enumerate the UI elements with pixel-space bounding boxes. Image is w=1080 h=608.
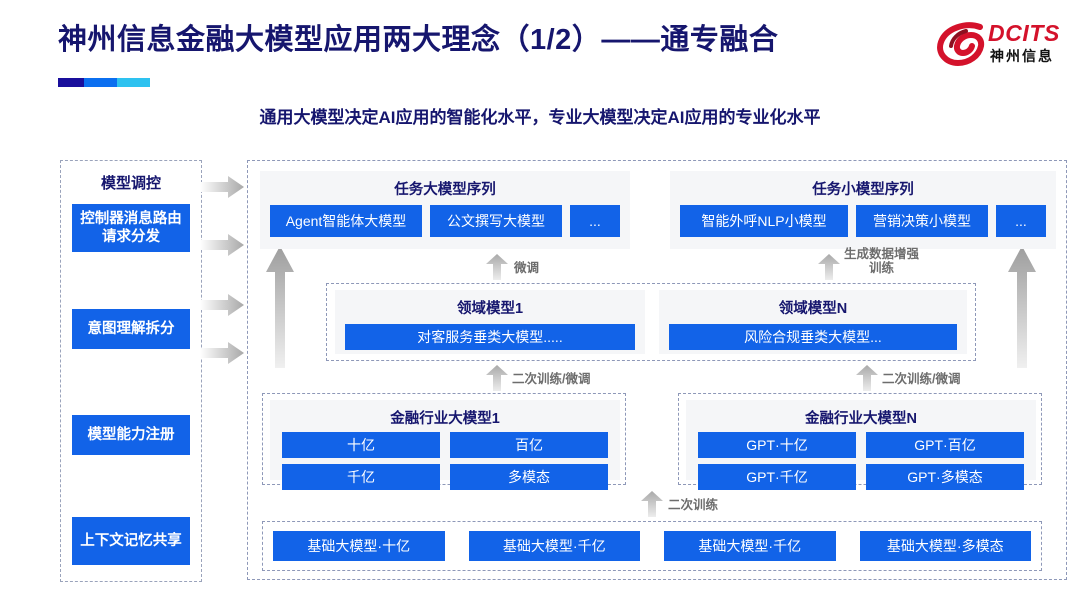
chip-task-large-more[interactable]: ...	[570, 205, 620, 237]
domain-model-1-title: 领域模型1	[456, 301, 524, 317]
industry-model-1-dashed: 金融行业大模型1 十亿 百亿 千亿 多模态	[262, 393, 626, 490]
industry-model-1-title: 金融行业大模型1	[390, 411, 500, 427]
industry-model-n-title: 金融行业大模型N	[805, 411, 917, 427]
chip-outbound-nlp-model[interactable]: 智能外呼NLP小模型	[680, 205, 848, 237]
retrain-arrow-label: 二次训练	[668, 498, 719, 512]
sidebar-item-controller-routing[interactable]: 控制器消息路由请求分发	[72, 204, 190, 252]
logo-chinese-text: 神州信息	[990, 48, 1054, 64]
flow-arrow-right-3	[200, 294, 244, 316]
chip-gpt-hundred-billion[interactable]: GPT·千亿	[698, 464, 856, 490]
domain-model-n-panel: 领域模型N 风险合规垂类大模型...	[659, 290, 967, 354]
data-aug-label-line1: 生成数据增强	[844, 247, 920, 261]
domain-model-n-chips: 风险合规垂类大模型...	[659, 318, 967, 359]
chip-document-writing-model[interactable]: 公文撰写大模型	[430, 205, 562, 237]
chip-risk-compliance-vertical-model[interactable]: 风险合规垂类大模型...	[669, 324, 957, 350]
industry-model-n-panel: 金融行业大模型N GPT·十亿 GPT·百亿 GPT·千亿 GPT·多模态	[686, 400, 1036, 490]
foundation-models-chips: 基础大模型·十亿 基础大模型·千亿 基础大模型·千亿 基础大模型·多模态	[263, 522, 1041, 570]
task-small-model-chips: 智能外呼NLP小模型 营销决策小模型 ...	[670, 199, 1056, 246]
task-large-model-chips: Agent智能体大模型 公文撰写大模型 ...	[260, 199, 630, 246]
data-augmentation-arrow	[818, 254, 840, 285]
chip-gpt-ten-billion[interactable]: GPT·百亿	[866, 432, 1024, 458]
data-augmentation-arrow-label: 生成数据增强 训练	[844, 247, 919, 276]
company-logo: DCITS 神州信息	[936, 18, 1068, 74]
flow-arrow-right-4	[200, 342, 244, 364]
chip-gpt-billion[interactable]: GPT·十亿	[698, 432, 856, 458]
accent-segment-3	[116, 78, 150, 87]
chip-task-small-more[interactable]: ...	[996, 205, 1046, 237]
industry-model-1-panel: 金融行业大模型1 十亿 百亿 千亿 多模态	[270, 400, 620, 490]
retrain-finetune-label-left: 二次训练/微调	[512, 372, 591, 386]
page-subtitle: 通用大模型决定AI应用的智能化水平，专业大模型决定AI应用的专业化水平	[259, 108, 821, 127]
domain-models-dashed-group: 领域模型1 对客服务垂类大模型..... 领域模型N 风险合规垂类大模型...	[326, 283, 976, 361]
chip-gpt-multimodal[interactable]: GPT·多模态	[866, 464, 1024, 490]
domain-model-1-chips: 对客服务垂类大模型.....	[335, 318, 645, 359]
task-large-model-panel: 任务大模型序列 Agent智能体大模型 公文撰写大模型 ...	[260, 171, 630, 249]
sidebar-item-intent-understanding[interactable]: 意图理解拆分	[72, 309, 190, 349]
tall-flow-arrow-right	[1008, 246, 1036, 373]
domain-model-1-panel: 领域模型1 对客服务垂类大模型.....	[335, 290, 645, 354]
chip-foundation-hundred-billion-2[interactable]: 基础大模型·千亿	[664, 531, 836, 561]
task-large-model-title: 任务大模型序列	[394, 182, 496, 198]
chip-billion[interactable]: 十亿	[282, 432, 440, 458]
industry-model-n-dashed: 金融行业大模型N GPT·十亿 GPT·百亿 GPT·千亿 GPT·多模态	[678, 393, 1042, 490]
chip-foundation-multimodal[interactable]: 基础大模型·多模态	[859, 531, 1031, 561]
chip-ten-billion[interactable]: 百亿	[450, 432, 608, 458]
sidebar-item-context-memory[interactable]: 上下文记忆共享	[72, 517, 190, 565]
page-title: 神州信息金融大模型应用两大理念（1/2）——通专融合	[58, 24, 779, 56]
logo-brand-text: DCITS	[988, 20, 1060, 46]
title-accent-bar	[58, 78, 150, 87]
sidebar-item-capability-registry[interactable]: 模型能力注册	[72, 415, 190, 455]
retrain-finetune-label-right: 二次训练/微调	[882, 372, 961, 386]
chip-hundred-billion[interactable]: 千亿	[282, 464, 440, 490]
domain-model-n-title: 领域模型N	[778, 301, 848, 317]
sidebar-title: 模型调控	[100, 175, 161, 192]
chip-foundation-hundred-billion-1[interactable]: 基础大模型·千亿	[468, 531, 640, 561]
model-control-sidebar: 模型调控 控制器消息路由请求分发 意图理解拆分 模型能力注册 上下文记忆共享	[60, 160, 202, 582]
retrain-finetune-arrow-right	[856, 365, 878, 396]
chip-foundation-billion[interactable]: 基础大模型·十亿	[273, 531, 445, 561]
chip-agent-model[interactable]: Agent智能体大模型	[270, 205, 422, 237]
chip-multimodal[interactable]: 多模态	[450, 464, 608, 490]
chip-customer-service-vertical-model[interactable]: 对客服务垂类大模型.....	[345, 324, 635, 350]
architecture-board: 任务大模型序列 Agent智能体大模型 公文撰写大模型 ... 任务小模型序列 …	[247, 160, 1067, 580]
task-small-model-panel: 任务小模型序列 智能外呼NLP小模型 营销决策小模型 ...	[670, 171, 1056, 249]
flow-arrow-right-1	[200, 176, 244, 198]
foundation-models-dashed: 基础大模型·十亿 基础大模型·千亿 基础大模型·千亿 基础大模型·多模态	[262, 521, 1042, 571]
finetune-arrow-label: 微调	[514, 261, 540, 275]
data-aug-label-line2: 训练	[869, 261, 895, 276]
task-small-model-title: 任务小模型序列	[812, 182, 914, 198]
retrain-finetune-arrow-left	[486, 365, 508, 396]
flow-arrow-right-2	[200, 234, 244, 256]
accent-segment-2	[83, 78, 117, 87]
accent-segment-1	[58, 78, 84, 87]
tall-flow-arrow-left	[266, 246, 294, 373]
chip-marketing-decision-model[interactable]: 营销决策小模型	[856, 205, 988, 237]
industry-model-1-chips: 十亿 百亿 千亿 多模态	[270, 428, 620, 500]
industry-model-n-chips: GPT·十亿 GPT·百亿 GPT·千亿 GPT·多模态	[686, 428, 1036, 500]
finetune-arrow	[486, 254, 508, 285]
retrain-arrow	[641, 491, 663, 522]
dcits-swirl-icon	[936, 22, 986, 68]
